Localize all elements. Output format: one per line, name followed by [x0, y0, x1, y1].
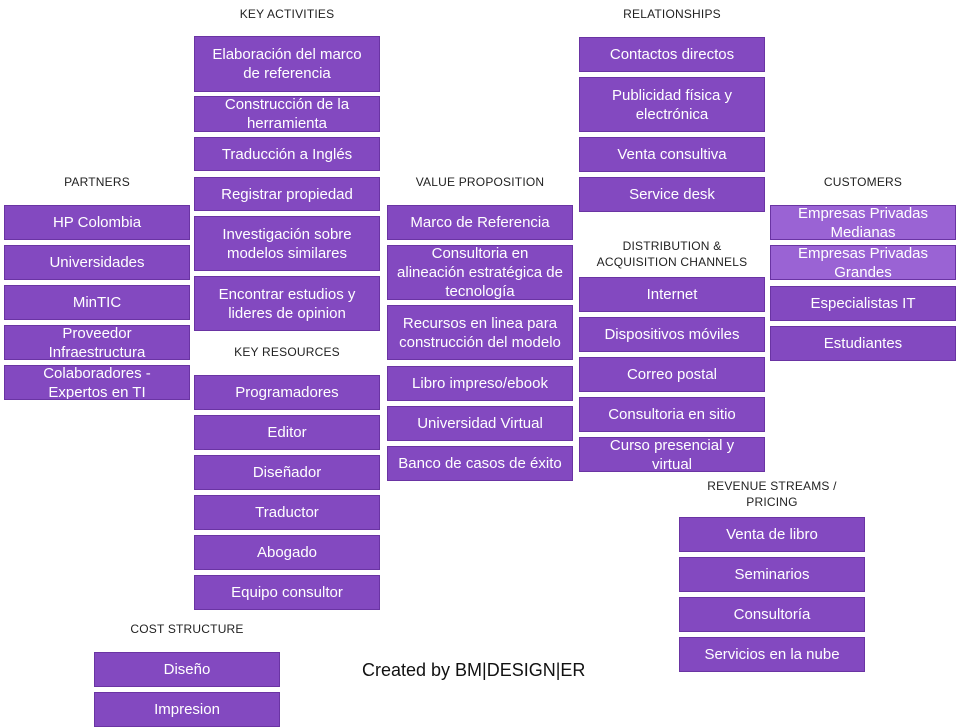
customers-header: CUSTOMERS	[823, 175, 903, 189]
value-proposition-card: Recursos en linea para construcción del …	[387, 305, 573, 360]
relationship-card: Service desk	[579, 177, 765, 212]
revenue-card: Venta de libro	[679, 517, 865, 552]
key-activity-card: Elaboración del marco de referencia	[194, 36, 380, 92]
distribution-card: Internet	[579, 277, 765, 312]
key-resource-card: Abogado	[194, 535, 380, 570]
key-activities-header: KEY ACTIVITIES	[239, 7, 335, 21]
partner-card: Universidades	[4, 245, 190, 280]
revenue-card: Consultoría	[679, 597, 865, 632]
key-resource-card: Editor	[194, 415, 380, 450]
credit-text: Created by BM|DESIGN|ER	[362, 660, 586, 680]
key-resource-card: Traductor	[194, 495, 380, 530]
partners-header: PARTNERS	[64, 175, 130, 189]
relationships-header: RELATIONSHIPS	[623, 7, 721, 21]
partner-card: HP Colombia	[4, 205, 190, 240]
cost-card: Diseño	[94, 652, 280, 687]
distribution-header: DISTRIBUTION & ACQUISITION CHANNELS	[596, 239, 748, 269]
value-proposition-card: Libro impreso/ebook	[387, 366, 573, 401]
relationship-card: Contactos directos	[579, 37, 765, 72]
cost-card: Impresion	[94, 692, 280, 727]
revenue-card: Servicios en la nube	[679, 637, 865, 672]
key-resource-card: Programadores	[194, 375, 380, 410]
relationship-card: Publicidad física y electrónica	[579, 77, 765, 132]
distribution-card: Consultoria en sitio	[579, 397, 765, 432]
value-proposition-header: VALUE PROPOSITION	[415, 175, 545, 189]
partner-card: MinTIC	[4, 285, 190, 320]
partner-card: Colaboradores - Expertos en TI	[4, 365, 190, 400]
key-resource-card: Diseñador	[194, 455, 380, 490]
value-proposition-card: Marco de Referencia	[387, 205, 573, 240]
distribution-card: Correo postal	[579, 357, 765, 392]
key-activity-card: Construcción de la herramienta	[194, 96, 380, 132]
value-proposition-card: Banco de casos de éxito	[387, 446, 573, 481]
value-proposition-card: Consultoria en alineación estratégica de…	[387, 245, 573, 300]
distribution-card: Curso presencial y virtual	[579, 437, 765, 472]
key-activity-card: Traducción a Inglés	[194, 137, 380, 171]
partner-card: Proveedor Infraestructura	[4, 325, 190, 360]
value-proposition-card: Universidad Virtual	[387, 406, 573, 441]
cost-structure-header: COST STRUCTURE	[130, 622, 244, 636]
key-activity-card: Encontrar estudios y lideres de opinion	[194, 276, 380, 331]
relationship-card: Venta consultiva	[579, 137, 765, 172]
distribution-card: Dispositivos móviles	[579, 317, 765, 352]
customer-card: Empresas Privadas Medianas	[770, 205, 956, 240]
customer-card: Estudiantes	[770, 326, 956, 361]
key-resource-card: Equipo consultor	[194, 575, 380, 610]
customer-card: Empresas Privadas Grandes	[770, 245, 956, 280]
revenue-card: Seminarios	[679, 557, 865, 592]
customer-card: Especialistas IT	[770, 286, 956, 321]
key-activity-card: Investigación sobre modelos similares	[194, 216, 380, 271]
revenue-header: REVENUE STREAMS / PRICING	[707, 479, 837, 509]
key-activity-card: Registrar propiedad	[194, 177, 380, 211]
key-resources-header: KEY RESOURCES	[234, 345, 340, 359]
